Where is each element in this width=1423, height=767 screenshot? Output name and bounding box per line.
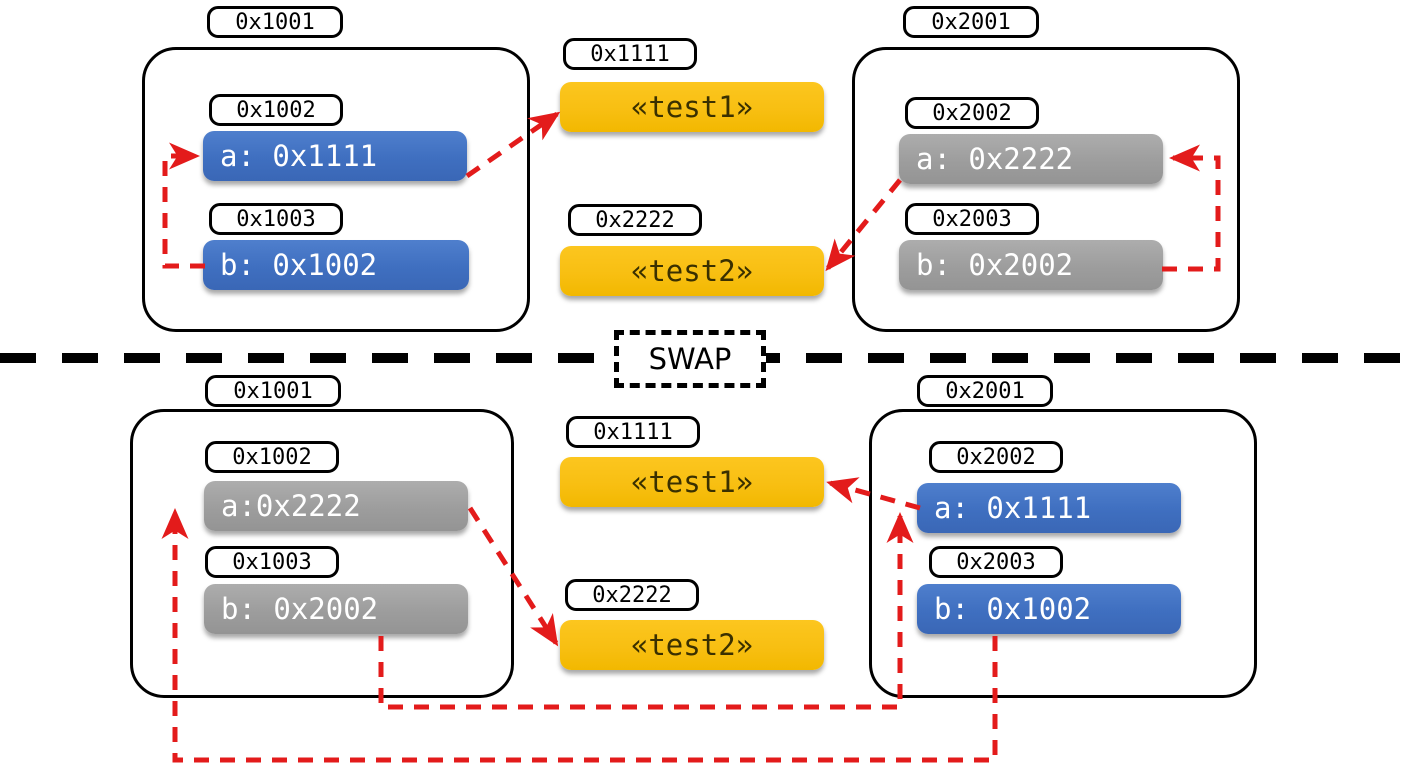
memory-cell-after-left-a: a:0x2222 — [204, 481, 468, 531]
address-chip-panel-before-right: 0x2001 — [903, 6, 1039, 38]
string-literal-before-test2: «test2» — [560, 246, 824, 296]
address-chip-before-right-cell-1: 0x2003 — [905, 203, 1039, 235]
address-chip-before-left-cell-0: 0x1002 — [209, 94, 343, 126]
address-chip-before-right-cell-0: 0x2002 — [905, 97, 1039, 129]
memory-cell-before-right-b: b: 0x2002 — [899, 240, 1163, 290]
string-literal-before-test1: «test1» — [560, 82, 824, 132]
address-chip-before-string-0: 0x1111 — [563, 38, 697, 70]
address-chip-before-left-cell-1: 0x1003 — [209, 203, 343, 235]
address-chip-after-string-1: 0x2222 — [565, 579, 699, 611]
swap-label: SWAP — [614, 330, 766, 388]
panel-after-right — [869, 409, 1257, 698]
address-chip-panel-after-right: 0x2001 — [917, 375, 1053, 407]
memory-cell-after-right-b: b: 0x1002 — [917, 584, 1181, 634]
address-chip-before-string-1: 0x2222 — [568, 204, 702, 236]
address-chip-panel-after-left: 0x1001 — [205, 375, 341, 407]
address-chip-panel-before-left: 0x1001 — [207, 6, 343, 38]
memory-cell-before-left-b: b: 0x1002 — [203, 240, 469, 290]
memory-cell-after-left-b: b: 0x2002 — [204, 584, 468, 634]
address-chip-after-string-0: 0x1111 — [566, 416, 700, 448]
memory-cell-before-right-a: a: 0x2222 — [899, 134, 1163, 184]
address-chip-after-right-cell-0: 0x2002 — [929, 441, 1063, 473]
address-chip-after-right-cell-1: 0x2003 — [929, 546, 1063, 578]
string-literal-after-test1: «test1» — [560, 457, 824, 507]
memory-cell-before-left-a: a: 0x1111 — [203, 131, 467, 181]
memory-cell-after-right-a: a: 0x1111 — [917, 483, 1181, 533]
string-literal-after-test2: «test2» — [560, 620, 824, 670]
address-chip-after-left-cell-1: 0x1003 — [205, 546, 339, 578]
address-chip-after-left-cell-0: 0x1002 — [205, 441, 339, 473]
